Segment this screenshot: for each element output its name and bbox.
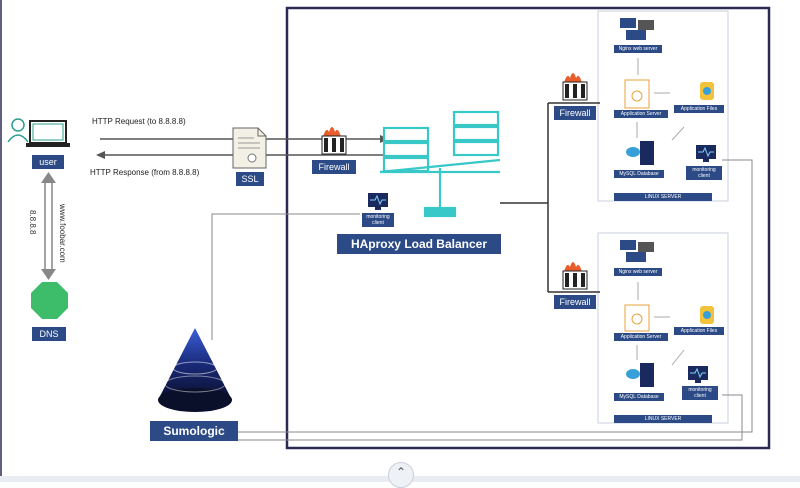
server2-mysql-label: MySQL Database xyxy=(614,393,664,401)
server2-app-files-label: Application Files xyxy=(674,327,724,335)
certificate-icon xyxy=(232,127,267,169)
cone-logo-icon xyxy=(158,328,232,412)
http-request-label: HTTP Request (to 8.8.8.8) xyxy=(92,117,186,126)
firewall-label-bottom: Firewall xyxy=(554,295,596,309)
dns-double-arrow xyxy=(41,172,56,280)
server2-icons xyxy=(620,240,714,387)
haproxy-label: HAproxy Load Balancer xyxy=(337,234,501,254)
server2-footer-label: LINUX SERVER xyxy=(614,415,712,423)
server2-monitoring-label: monitoring client xyxy=(682,386,718,400)
dns-query-domain-label: www.foobar.com xyxy=(58,204,67,263)
infrastructure-frame xyxy=(285,6,771,450)
server1-app-server-label: Application Server xyxy=(614,110,668,118)
server1-mysql-label: MySQL Database xyxy=(614,170,664,178)
firewall-label: Firewall xyxy=(312,160,356,174)
firewall-icon xyxy=(321,127,347,155)
server2-nginx-label: Nginx web server xyxy=(614,268,662,276)
sumologic-to-server1-line xyxy=(237,159,753,433)
server1-nginx-label: Nginx web server xyxy=(614,45,662,53)
laptop-user-icon xyxy=(7,118,70,147)
monitor-icon-server1 xyxy=(696,145,716,162)
server1-app-files-label: Application Files xyxy=(674,105,724,113)
dns-octagon-icon xyxy=(31,282,68,319)
monitoring-client-lb-label: monitoring client xyxy=(362,213,394,227)
server1-footer-label: LINUX SERVER xyxy=(614,193,712,201)
server1-monitoring-label: monitoring client xyxy=(686,166,722,180)
sumologic-to-server2-line xyxy=(237,394,743,441)
sumologic-to-lb-monitor-line xyxy=(211,213,360,340)
firewall-label-top: Firewall xyxy=(554,106,596,120)
server1-icons xyxy=(620,18,714,165)
sumologic-label: Sumologic xyxy=(150,421,238,441)
dns-query-ip-label: 8.8.8.8 xyxy=(28,210,37,235)
chevron-up-icon[interactable]: ⌃ xyxy=(388,462,414,488)
monitor-icon-server2 xyxy=(688,366,708,383)
http-response-label: HTTP Response (from 8.8.8.8) xyxy=(90,168,200,177)
dns-label: DNS xyxy=(32,327,66,341)
ssl-label: SSL xyxy=(236,172,264,186)
balance-scale-icon xyxy=(379,110,501,218)
user-label: user xyxy=(32,155,64,169)
server2-app-server-label: Application Server xyxy=(614,333,668,341)
monitor-icon-lb xyxy=(368,193,388,210)
lb-to-servers-connector xyxy=(500,102,600,293)
firewall-icon-top xyxy=(562,73,588,101)
firewall-icon-bottom xyxy=(562,262,588,290)
